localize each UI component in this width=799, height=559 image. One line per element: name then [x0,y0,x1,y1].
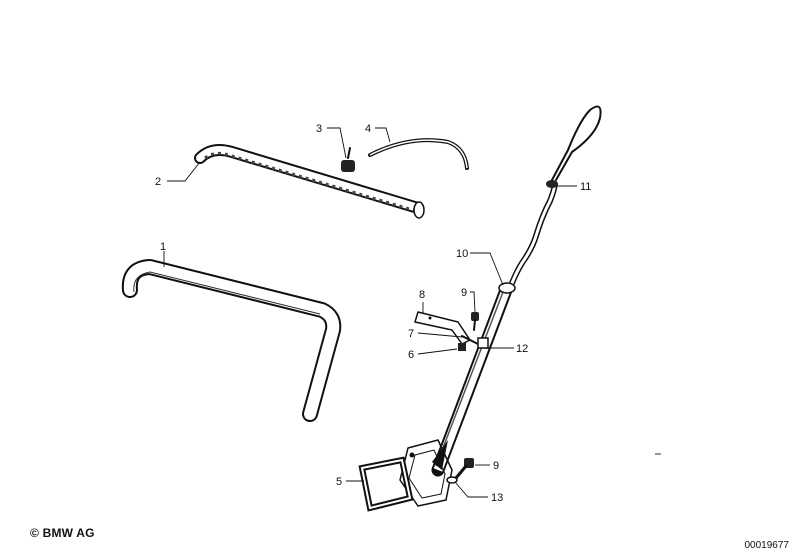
leader-7 [417,332,463,338]
callout-2: 2 [155,176,161,188]
dipstick-guide-tube [431,282,516,477]
flange-base [399,439,453,507]
callout-13: 13 [491,492,503,504]
nut-part-6 [458,343,466,351]
bracket-part-8 [414,311,471,345]
callout-1: 1 [160,241,166,253]
callout-11: 11 [580,181,591,193]
hose-part-1 [121,259,342,422]
connector-part-3 [341,147,355,172]
callout-10: 10 [456,248,468,260]
callout-5: 5 [336,476,342,488]
image-number: 00019677 [744,540,790,551]
bolt-part-9-upper [471,312,479,331]
callout-8: 8 [419,289,425,301]
leader-2 [167,161,201,182]
callout-7: 7 [408,328,414,340]
callout-9-lower: 9 [493,460,499,472]
bolt-part-9-lower [454,458,474,480]
leader-4 [375,127,391,143]
tube-part-4 [368,138,469,170]
dipstick-part-11 [509,105,602,285]
copyright-label: © BMW AG [30,526,95,540]
leader-3 [327,127,347,159]
hose-part-2 [194,144,425,219]
leader-10 [470,252,504,286]
callout-6: 6 [408,349,414,361]
callout-9-upper: 9 [461,287,467,299]
leader-6 [417,348,458,355]
leader-13 [454,481,488,498]
callout-12: 12 [516,343,528,355]
gasket-part-5 [358,456,414,512]
leader-9-upper [470,291,476,313]
callout-3: 3 [316,123,322,135]
callout-4: 4 [365,123,371,135]
clamp-part-12 [461,335,489,349]
washer-part-13 [446,476,458,484]
